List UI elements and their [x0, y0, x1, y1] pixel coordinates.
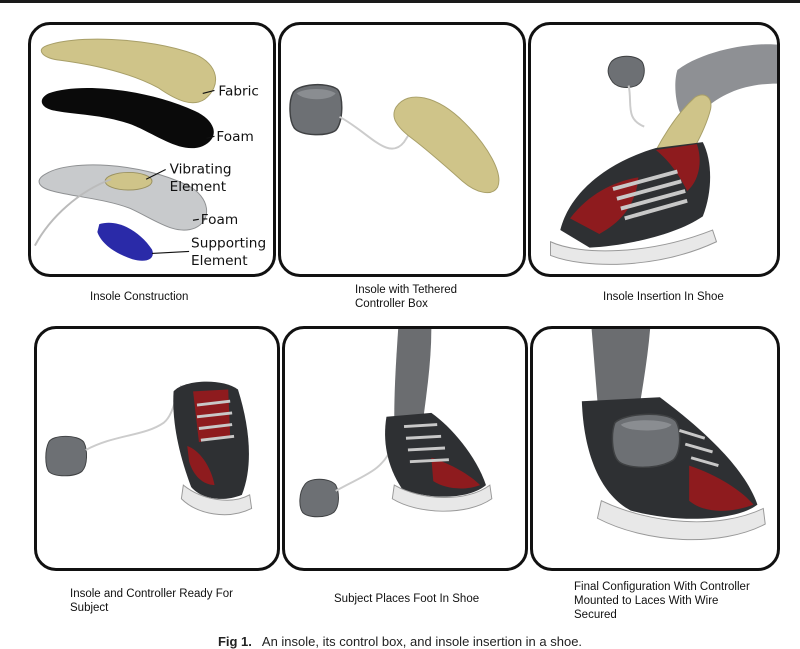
panel-final-configuration	[530, 326, 780, 571]
controller-box	[607, 55, 645, 88]
shoe-sole	[550, 229, 718, 265]
label-supporting-2: Element	[191, 253, 248, 269]
caption-panel-2: Insole with Tethered Controller Box	[355, 284, 458, 310]
supporting-element	[97, 222, 153, 261]
panel-insole-tethered	[278, 22, 526, 277]
shoe-laces	[403, 423, 449, 464]
shoe-laces	[612, 169, 688, 221]
foam-layer-grey	[38, 164, 208, 231]
shoe-red-collar	[655, 144, 700, 191]
figure-caption: Fig 1. An insole, its control box, and in…	[0, 634, 800, 649]
shoe-laces	[196, 399, 235, 442]
insole-wire	[34, 178, 112, 247]
tether-wire	[627, 85, 645, 128]
leg	[394, 329, 432, 417]
top-rule	[0, 0, 800, 3]
insole	[393, 96, 500, 194]
caption-panel-3: Insole Insertion In Shoe	[603, 291, 724, 303]
tether-wire	[85, 385, 183, 451]
panel-ready-for-subject	[34, 326, 280, 571]
tether-wire	[335, 445, 394, 492]
controller-box	[299, 478, 339, 518]
ready-illustration	[45, 381, 253, 516]
insole-construction-illustration: Fabric Foam Vibrating Element Foam Suppo…	[34, 38, 266, 269]
label-foam-top: Foam	[216, 129, 253, 145]
label-supporting-1: Supporting	[191, 236, 266, 252]
insole-insertion-illustration	[550, 44, 777, 265]
caption-panel-5: Subject Places Foot In Shoe	[334, 593, 480, 605]
foot-in-shoe-illustration	[299, 329, 493, 518]
label-foam-bottom: Foam	[201, 212, 238, 228]
shoe-red-panel	[187, 446, 215, 486]
shoe-sole	[596, 499, 766, 541]
fabric-layer	[40, 38, 217, 104]
foam-layer-black	[41, 87, 214, 149]
shoe-red-panel	[689, 465, 754, 511]
panel-insole-insertion	[528, 22, 780, 277]
label-vibrating-1: Vibrating	[170, 161, 232, 177]
shoe-red-panel	[431, 457, 481, 489]
leg	[591, 329, 651, 402]
figure-caption-text: An insole, its control box, and insole i…	[261, 634, 583, 649]
caption-panel-6: Final Configuration With Controller Moun…	[574, 581, 750, 621]
panel-foot-in-shoe	[282, 326, 528, 571]
shoe-red-panel	[570, 177, 639, 234]
label-vibrating-2: Element	[170, 179, 227, 195]
figure-label: Fig 1.	[217, 634, 252, 649]
label-fabric: Fabric	[218, 83, 259, 99]
shoe-laces	[678, 429, 719, 467]
final-configuration-illustration	[581, 329, 766, 541]
controller-box	[45, 435, 88, 477]
vibrating-element	[104, 171, 153, 191]
shoe-sole	[180, 484, 253, 516]
caption-panel-1: Insole Construction	[90, 291, 189, 303]
shoe-sole	[391, 484, 493, 512]
panel-insole-construction: Fabric Foam Vibrating Element Foam Suppo…	[28, 22, 276, 277]
tethered-controller-illustration	[289, 83, 500, 194]
caption-panel-4: Insole and Controller Ready For Subject	[70, 588, 233, 614]
